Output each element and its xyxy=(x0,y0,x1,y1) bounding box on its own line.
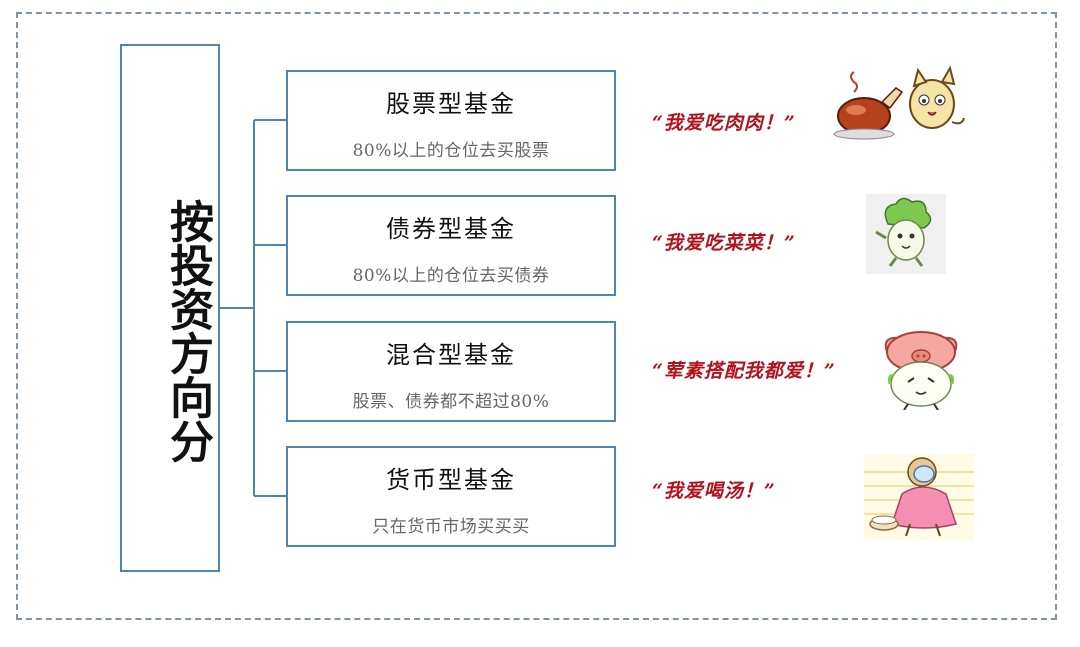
fund-quote-mixed: “荤素搭配我都爱！” xyxy=(652,360,836,382)
fund-title: 股票型基金 xyxy=(386,90,516,118)
fund-desc: 股票、债券都不超过80% xyxy=(352,392,550,412)
pig-hat-character-icon xyxy=(884,331,958,410)
fund-title: 混合型基金 xyxy=(386,341,516,369)
fund-quote-money: “我爱喝汤！” xyxy=(652,480,776,502)
fund-node-bond: 债券型基金 80%以上的仓位去买债券 xyxy=(286,195,616,296)
fund-desc: 80%以上的仓位去买股票 xyxy=(352,141,550,161)
dashed-frame xyxy=(16,12,1057,620)
fund-title: 债券型基金 xyxy=(386,215,516,243)
root-category-box: 按投资方向分 xyxy=(120,44,220,572)
fund-quote-bond: “我爱吃菜菜！” xyxy=(652,232,796,254)
cabbage-character-icon xyxy=(866,194,946,274)
girl-drinking-soup-icon xyxy=(864,454,974,540)
roast-chicken-cat-icon xyxy=(833,65,965,140)
fund-quote-stock: “我爱吃肉肉！” xyxy=(652,112,796,134)
fund-node-mixed: 混合型基金 股票、债券都不超过80% xyxy=(286,321,616,422)
fund-desc: 80%以上的仓位去买债券 xyxy=(352,266,550,286)
fund-title: 货币型基金 xyxy=(386,466,516,494)
fund-node-stock: 股票型基金 80%以上的仓位去买股票 xyxy=(286,70,616,171)
fund-node-money: 货币型基金 只在货币市场买买买 xyxy=(286,446,616,547)
fund-desc: 只在货币市场买买买 xyxy=(372,517,530,537)
root-category-label: 按投资方向分 xyxy=(162,199,213,463)
